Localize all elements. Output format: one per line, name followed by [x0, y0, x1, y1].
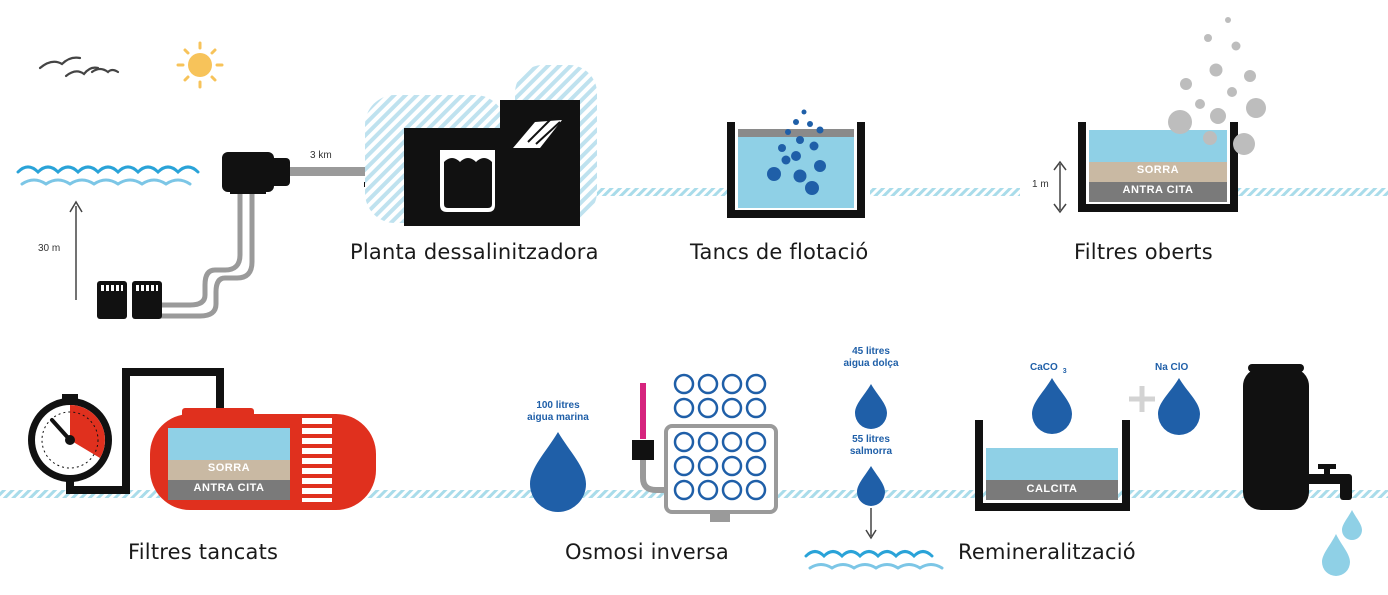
- calcite-label: CALCITA: [1026, 483, 1078, 495]
- filter-height-label: 1 m: [1032, 179, 1049, 190]
- brine-amount: 55 litres: [852, 434, 890, 445]
- smoke-icon: [1168, 17, 1266, 155]
- open-filter-anthracite-label: ANTRA CITA: [1122, 184, 1194, 196]
- plant-icon: [365, 65, 597, 226]
- membrane-icon: [632, 373, 778, 522]
- closed-filter-tank: [150, 408, 376, 510]
- water-drop-icon: [1032, 378, 1200, 435]
- pressure-gauge-icon: [28, 368, 224, 494]
- depth-label: 30 m: [38, 243, 61, 254]
- membrane-tube: [697, 397, 719, 419]
- stage-label-open-filters: Filtres oberts: [1074, 240, 1213, 264]
- waves-icon: [16, 165, 200, 186]
- membrane-tube: [721, 397, 743, 419]
- tank-icon: [1243, 364, 1309, 510]
- membrane-tube: [721, 431, 743, 453]
- freshwater-note: 45 litres aigua dolça: [821, 346, 921, 370]
- stage-label-flotation: Tancs de flotació: [690, 240, 869, 264]
- tap-icon: [1308, 464, 1352, 500]
- caco-subscript: 3: [1062, 368, 1067, 375]
- height-arrow: [1053, 160, 1067, 214]
- membrane-tube: [745, 397, 767, 419]
- membrane-tube: [697, 455, 719, 477]
- seawater-note: 100 litres aigua marina: [508, 400, 608, 424]
- freshwater-amount: 45 litres: [852, 346, 890, 357]
- plus-icon: [1129, 386, 1155, 412]
- membrane-tube: [745, 479, 767, 501]
- brine-type: salmorra: [849, 446, 893, 457]
- intake-pipes: [157, 185, 255, 319]
- membrane-tube: [721, 455, 743, 477]
- intake-heads: [97, 281, 162, 319]
- brine-note: 55 litres salmorra: [821, 434, 921, 458]
- open-filter: [1078, 122, 1238, 212]
- membrane-tube: [673, 397, 695, 419]
- stage-label-osmosis: Osmosi inversa: [565, 540, 729, 564]
- membrane-tube: [721, 479, 743, 501]
- membrane-tube: [697, 373, 719, 395]
- waves-icon: [804, 550, 944, 570]
- membrane-tube: [673, 431, 695, 453]
- pipe-length-label: 3 km: [310, 150, 332, 161]
- water-drop-icon: [530, 432, 586, 512]
- seawater-amount: 100 litres: [536, 400, 580, 411]
- membrane-tube: [745, 431, 767, 453]
- naclo-label: Na ClO: [1155, 362, 1189, 373]
- closed-filter-sand-label: SORRA: [207, 462, 251, 474]
- caco-label: CaCO 3: [1030, 362, 1067, 378]
- stage-label-closed-filters: Filtres tancats: [128, 540, 279, 564]
- water-drop-icon: [1322, 510, 1362, 576]
- pump-icon: [222, 152, 290, 194]
- freshwater-type: aigua dolça: [843, 358, 899, 369]
- remineralization-tank: [975, 420, 1130, 511]
- membrane-tube: [673, 373, 695, 395]
- caco-formula: CaCO: [1030, 362, 1058, 373]
- membrane-tube: [697, 431, 719, 453]
- membrane-tube: [673, 479, 695, 501]
- open-filter-sand-label: SORRA: [1136, 164, 1180, 176]
- membrane-tube: [673, 455, 695, 477]
- flotation-tank: [727, 122, 865, 218]
- water-drop-icon: [855, 384, 887, 506]
- closed-filter-anthracite-label: ANTRA CITA: [193, 482, 265, 494]
- membrane-tube: [721, 373, 743, 395]
- stage-label-desalination: Planta dessalinitzadora: [350, 240, 599, 264]
- membrane-tube: [697, 479, 719, 501]
- membrane-tube: [745, 373, 767, 395]
- sun-icon: [176, 41, 224, 89]
- seawater-type: aigua marina: [527, 412, 589, 423]
- bubbles-icon: [767, 109, 826, 195]
- depth-arrow: [69, 200, 83, 300]
- brine-arrow: [865, 508, 877, 540]
- birds-icon: [38, 56, 120, 78]
- stage-label-remineralization: Remineralització: [958, 540, 1136, 564]
- membrane-tube: [745, 455, 767, 477]
